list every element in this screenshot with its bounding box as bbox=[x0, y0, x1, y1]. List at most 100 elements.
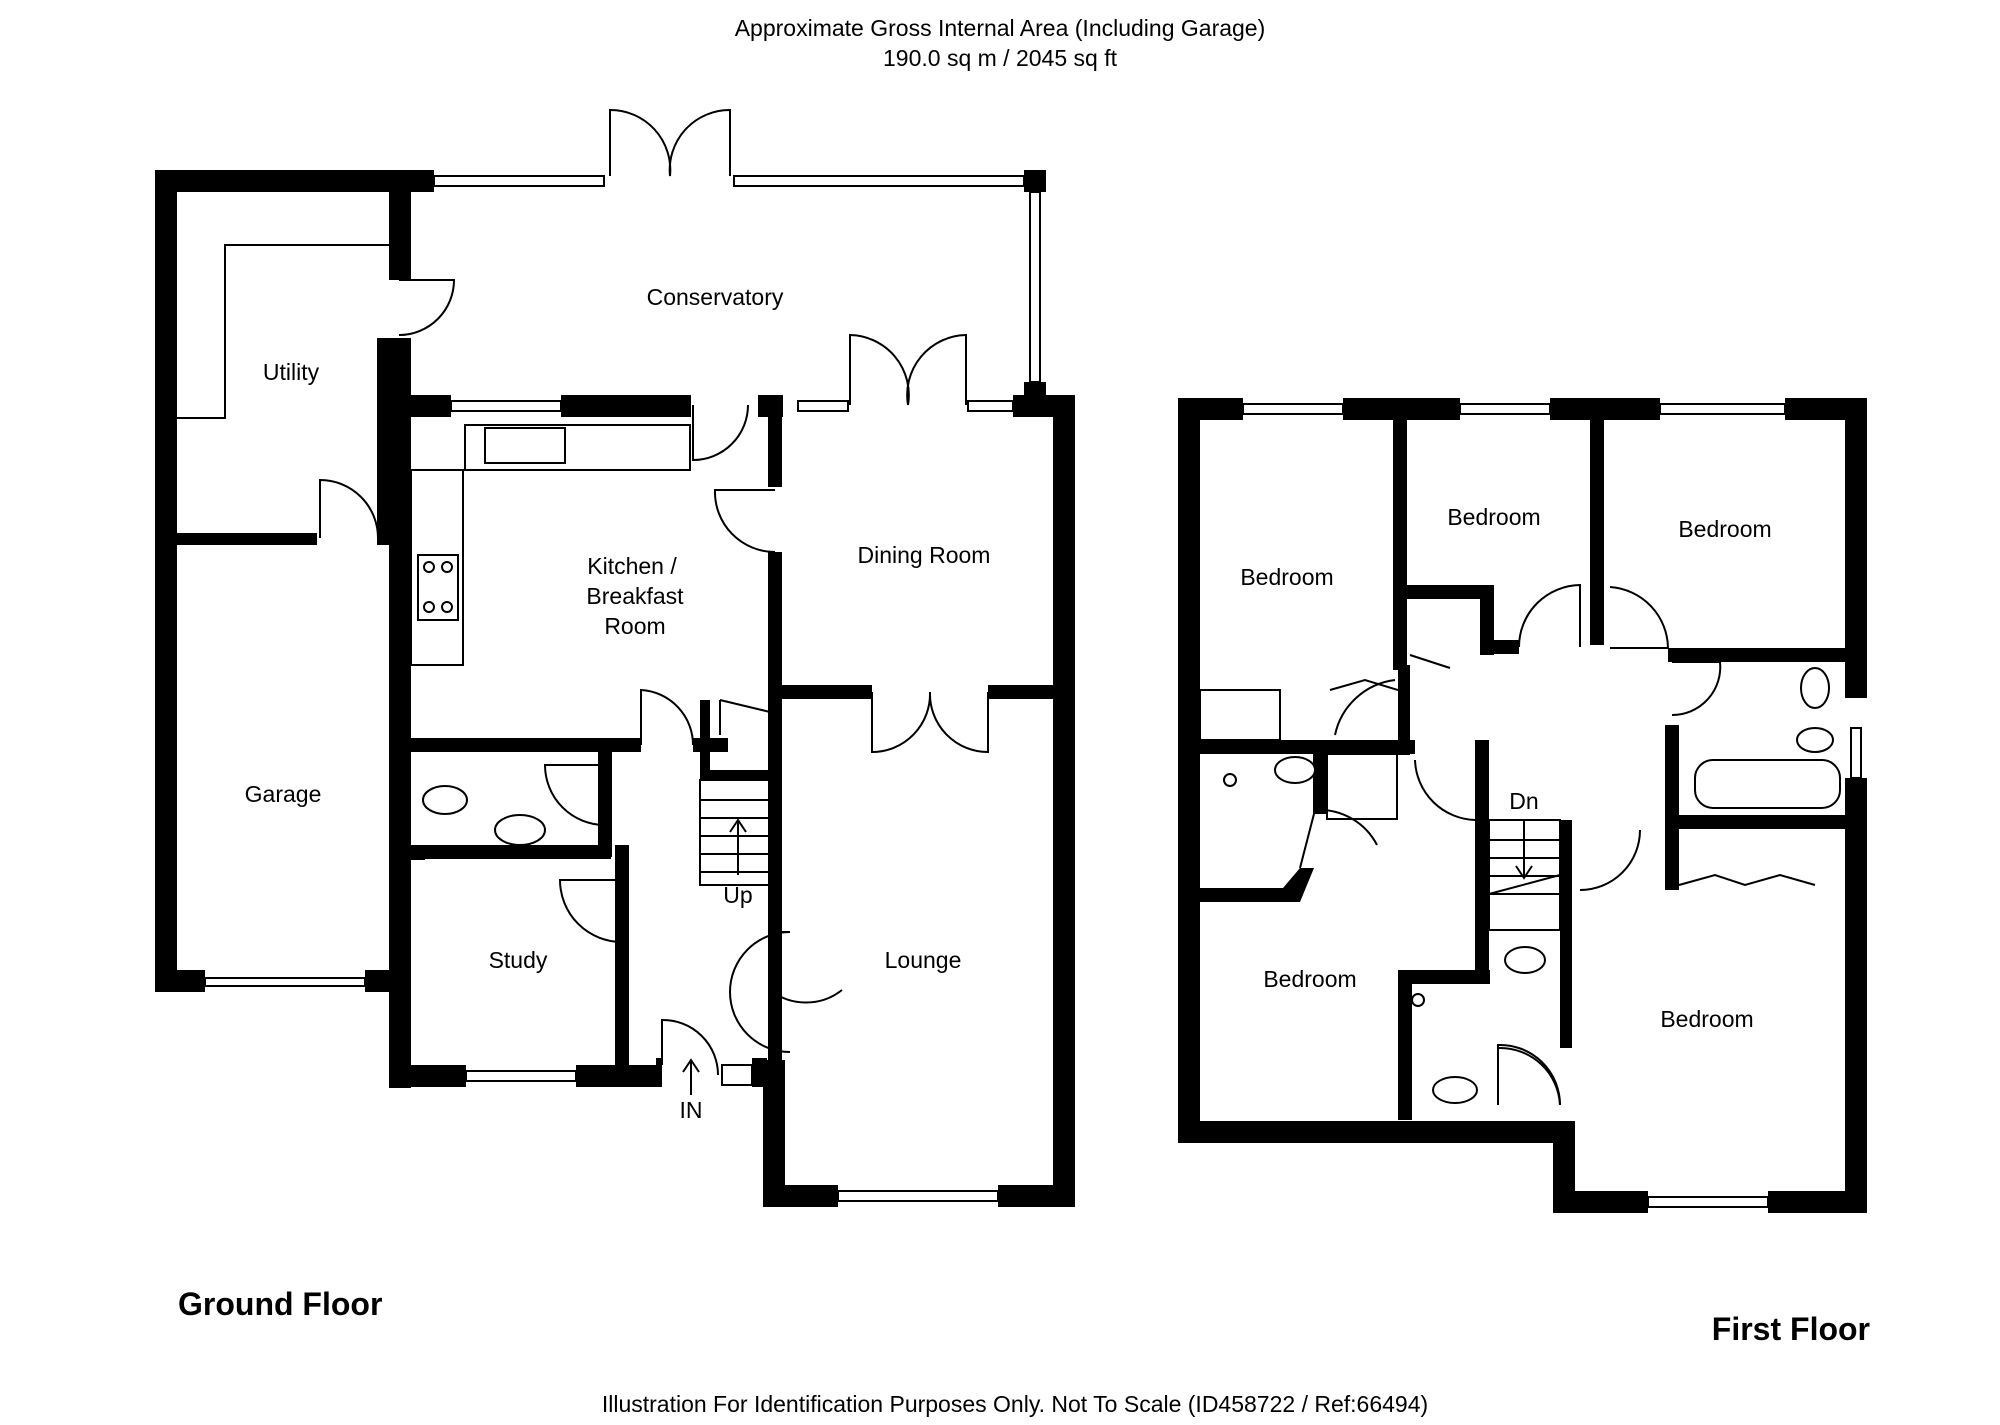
wardrobe bbox=[1199, 689, 1281, 741]
room-label-kitchen: Room bbox=[604, 613, 665, 639]
wall bbox=[389, 170, 411, 280]
area-title: Approximate Gross Internal Area (Includi… bbox=[735, 15, 1266, 41]
basin bbox=[494, 814, 546, 846]
window bbox=[1850, 727, 1862, 779]
hob-ring bbox=[441, 601, 453, 613]
hob-ring bbox=[441, 561, 453, 573]
disclaimer: Illustration For Identification Purposes… bbox=[602, 1391, 1428, 1417]
wall bbox=[1398, 970, 1490, 984]
wall bbox=[1845, 778, 1867, 1213]
room-label-conservatory: Conservatory bbox=[647, 284, 784, 310]
bedroom-door bbox=[1518, 583, 1581, 648]
front-door bbox=[661, 1018, 719, 1076]
wall bbox=[1343, 398, 1460, 420]
window bbox=[1029, 191, 1041, 383]
window bbox=[1242, 403, 1344, 415]
room-label-lounge: Lounge bbox=[885, 947, 962, 973]
cupboard-door bbox=[1409, 654, 1451, 669]
bedroom-door bbox=[1497, 1046, 1561, 1106]
area-value: 190.0 sq m / 2045 sq ft bbox=[883, 45, 1118, 71]
wall bbox=[1560, 820, 1572, 930]
wall bbox=[155, 170, 425, 192]
wall bbox=[1053, 395, 1075, 1207]
bathroom-door bbox=[1671, 661, 1722, 717]
shower-head bbox=[1223, 773, 1237, 787]
utility-worktop bbox=[177, 244, 389, 419]
wardrobe-door bbox=[1678, 873, 1816, 887]
wall bbox=[988, 685, 1053, 699]
wall bbox=[411, 738, 641, 752]
wall bbox=[768, 417, 782, 487]
wardrobe bbox=[1326, 753, 1398, 820]
basin bbox=[1504, 946, 1546, 974]
cupboard-door bbox=[1329, 678, 1399, 691]
wall bbox=[693, 738, 728, 752]
window bbox=[433, 175, 605, 187]
wall bbox=[1560, 930, 1572, 1048]
wall bbox=[1393, 420, 1407, 670]
ensuite-door bbox=[1299, 808, 1378, 869]
window bbox=[797, 400, 849, 412]
wall bbox=[177, 533, 317, 545]
wall bbox=[1283, 868, 1314, 902]
toilet bbox=[1432, 1076, 1478, 1104]
window bbox=[837, 1190, 999, 1202]
wall bbox=[1024, 170, 1046, 192]
lounge-french-door bbox=[871, 691, 989, 754]
wall bbox=[389, 338, 411, 1088]
entrance-arrow bbox=[682, 1058, 700, 1095]
window bbox=[465, 1070, 577, 1082]
wall bbox=[1494, 640, 1519, 654]
landing-door bbox=[1414, 759, 1476, 821]
wall bbox=[1407, 585, 1487, 599]
window bbox=[733, 175, 1025, 187]
dining-door bbox=[713, 489, 776, 553]
wall bbox=[1665, 815, 1845, 829]
wall bbox=[1200, 888, 1295, 902]
ground-floor-title: Ground Floor bbox=[178, 1286, 382, 1322]
wall bbox=[598, 752, 612, 857]
wall bbox=[700, 700, 710, 780]
bedroom-door bbox=[1609, 586, 1670, 649]
room-label-kitchen: Kitchen / bbox=[587, 553, 677, 579]
room-label-bedroom: Bedroom bbox=[1240, 564, 1333, 590]
wall bbox=[1398, 665, 1410, 755]
wall bbox=[1668, 648, 1848, 662]
hall-door bbox=[640, 688, 695, 746]
wall bbox=[1665, 725, 1679, 825]
conservatory-french-door bbox=[609, 108, 731, 177]
wall bbox=[561, 395, 691, 417]
room-label-dining: Dining Room bbox=[858, 542, 991, 568]
wall bbox=[411, 395, 451, 417]
window bbox=[967, 400, 1014, 412]
wall bbox=[1398, 970, 1412, 1120]
room-label-bedroom: Bedroom bbox=[1447, 504, 1540, 530]
wc-door bbox=[543, 764, 606, 826]
stair-tread bbox=[1488, 874, 1561, 895]
wall bbox=[1475, 740, 1489, 970]
ground-floor-plan bbox=[155, 108, 1075, 1207]
window bbox=[1647, 1196, 1769, 1208]
room-label-bedroom: Bedroom bbox=[1660, 1006, 1753, 1032]
wall bbox=[1590, 420, 1604, 645]
wall bbox=[1178, 1121, 1573, 1143]
wall bbox=[656, 1058, 662, 1087]
entrance-label: IN bbox=[680, 1097, 703, 1123]
room-label-bedroom: Bedroom bbox=[1263, 966, 1356, 992]
wall bbox=[411, 845, 611, 859]
room-label-garage: Garage bbox=[245, 781, 322, 807]
wall bbox=[998, 1185, 1075, 1207]
wall bbox=[752, 1058, 767, 1087]
wall bbox=[411, 1065, 466, 1087]
wall bbox=[758, 395, 783, 417]
wall bbox=[389, 170, 434, 192]
stair-down-arrow bbox=[1515, 820, 1533, 880]
wall bbox=[782, 685, 872, 699]
wall bbox=[1178, 398, 1243, 420]
stair-up-arrow bbox=[729, 818, 747, 875]
room-label-bedroom: Bedroom bbox=[1678, 516, 1771, 542]
first-floor-plan bbox=[1178, 398, 1867, 1213]
window bbox=[450, 400, 562, 412]
toilet bbox=[1800, 667, 1830, 709]
